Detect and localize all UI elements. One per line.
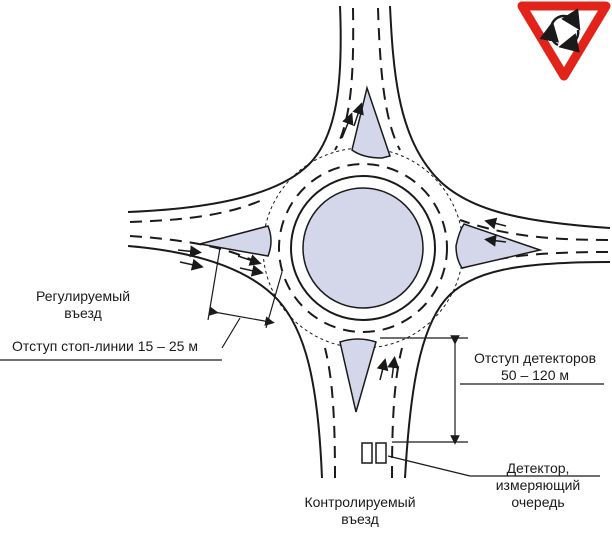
detector-offset-label: Отступ детекторов 50 – 120 м: [460, 350, 610, 384]
lane-markings: [129, 7, 609, 479]
roundabout-yield-sign-icon: [517, 1, 611, 81]
central-island: [290, 175, 436, 321]
regulated-entry-label: Регулируемый въезд: [28, 288, 138, 322]
detector-line1: Детектор,: [506, 460, 570, 476]
detector-leader: [387, 455, 600, 477]
controlled-entry-label: Контролируемый въезд: [290, 494, 430, 528]
controlled-entry-line1: Контролируемый: [304, 494, 416, 510]
controlled-entry-line2: въезд: [341, 511, 379, 527]
stop-line-offset-dimension: [0, 247, 283, 361]
regulated-entry-line2: въезд: [64, 305, 102, 321]
detector-offset-line2: 50 – 120 м: [500, 367, 569, 383]
traffic-arrows: [177, 102, 507, 381]
central-island-fill: [302, 187, 424, 309]
stop-line-offset-label: Отступ стоп-линии 15 – 25 м: [12, 338, 198, 354]
detector-line2: измеряющий: [495, 477, 581, 493]
detector-label: Детектор, измеряющий очередь: [470, 460, 606, 511]
detector-offset-line1: Отступ детекторов: [473, 350, 597, 366]
splitter-islands: [199, 85, 543, 413]
queue-detectors: [361, 442, 387, 464]
detector-offset-dimension: [380, 335, 604, 445]
regulated-entry-line1: Регулируемый: [35, 288, 131, 304]
detector-line3: очередь: [511, 494, 565, 510]
